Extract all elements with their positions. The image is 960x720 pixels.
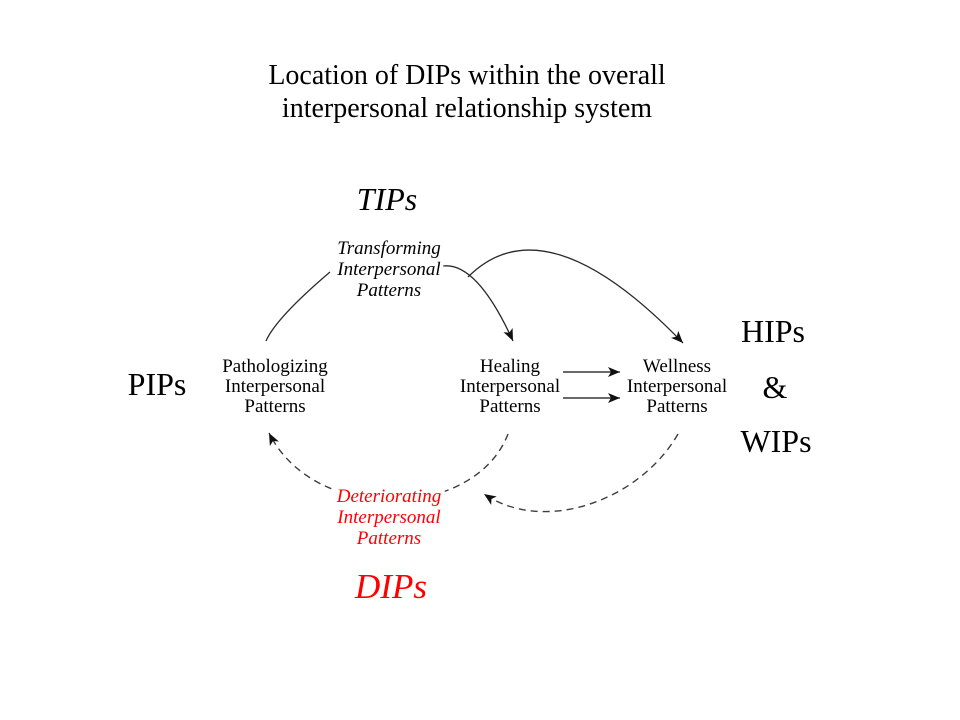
wellness-line2: Interpersonal [626,376,728,397]
pathologizing-node-label: Pathologizing Interpersonal Patterns [222,357,328,417]
deteriorating-node-label: Deteriorating Interpersonal Patterns [333,486,445,549]
arc-transforming-to-wellness [467,249,684,344]
arc-transforming-to-healing [442,265,514,342]
pathologizing-line3: Patterns [244,396,306,417]
deteriorating-line3: Patterns [333,528,445,549]
transforming-line2: Interpersonal [334,259,444,280]
ampersand-label: & [762,369,788,405]
tips-abbreviation-label: TIPs [356,181,418,217]
slide-title-line2: interpersonal relationship system [281,93,653,124]
slide-title-line1: Location of DIPs within the overall [268,60,666,91]
pathologizing-line2: Interpersonal [224,376,326,397]
wellness-node-label: Wellness Interpersonal Patterns [627,357,727,417]
healing-line2: Interpersonal [459,376,561,397]
healing-line3: Patterns [479,396,541,417]
transforming-node-label: Transforming Interpersonal Patterns [334,238,444,301]
wellness-line3: Patterns [646,396,708,417]
deteriorating-line2: Interpersonal [333,507,445,528]
arc-pathologizing-to-transforming [265,271,331,342]
pips-abbreviation-label: PIPs [127,366,187,402]
healing-line1: Healing [479,356,541,377]
arc-wellness-to-deteriorating-dashed [483,433,679,513]
dips-abbreviation-label: DIPs [355,567,427,606]
wellness-line1: Wellness [642,356,712,377]
wips-abbreviation-label: WIPs [740,423,812,459]
deteriorating-line1: Deteriorating [333,486,445,507]
slide-title: Location of DIPs within the overall inte… [268,59,665,125]
transforming-line3: Patterns [334,280,444,301]
healing-node-label: Healing Interpersonal Patterns [460,357,560,417]
transforming-line1: Transforming [334,238,444,259]
hips-abbreviation-label: HIPs [740,313,806,349]
pathologizing-line1: Pathologizing [222,356,328,377]
